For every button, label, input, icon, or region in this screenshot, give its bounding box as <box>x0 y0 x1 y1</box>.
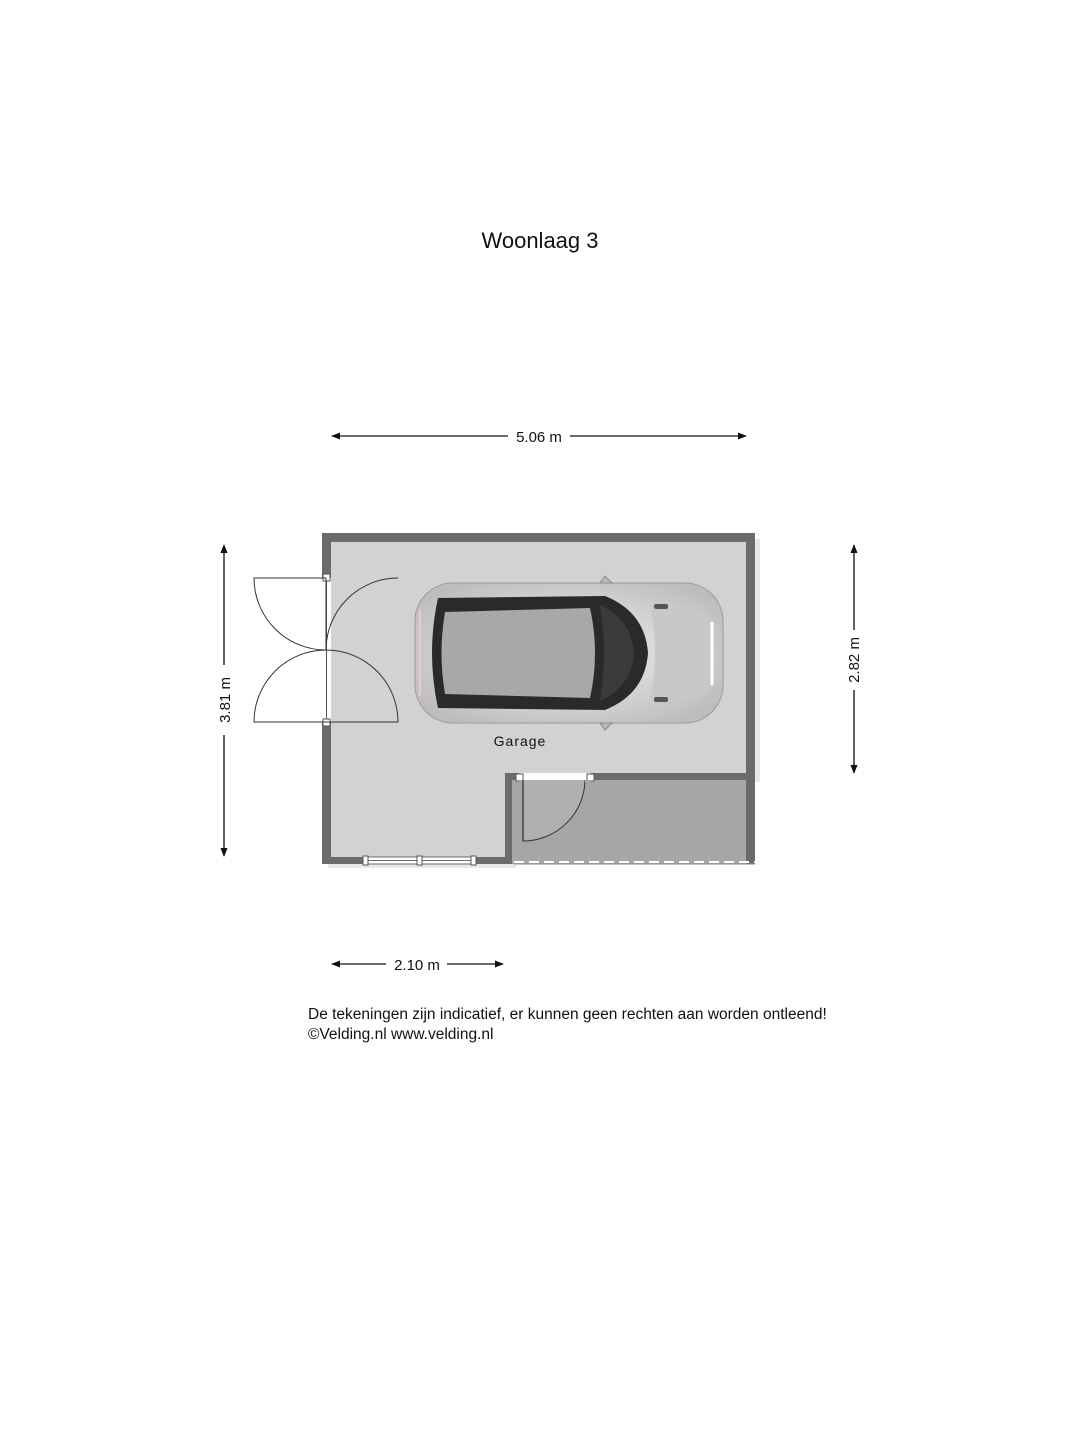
garage-room: Garage <box>253 533 760 868</box>
dimension-top-label: 5.06 m <box>516 429 562 446</box>
page-title: Woonlaag 3 <box>481 228 598 253</box>
step-door <box>515 773 595 842</box>
dimension-bottom-label: 2.10 m <box>394 957 440 974</box>
copyright-text: ©Velding.nl www.velding.nl <box>308 1026 494 1043</box>
disclaimer-text: De tekeningen zijn indicatief, er kunnen… <box>308 1006 827 1023</box>
car-icon <box>414 575 724 731</box>
dimension-top-width: 5.06 m <box>331 429 747 446</box>
room-label-garage: Garage <box>494 733 547 749</box>
dimension-left-height: 3.81 m <box>217 544 234 857</box>
footer-disclaimer: De tekeningen zijn indicatief, er kunnen… <box>308 1005 827 1045</box>
dimension-right-height: 2.82 m <box>846 544 863 774</box>
dimension-right-label: 2.82 m <box>846 637 863 683</box>
bottom-window <box>362 855 477 866</box>
garage-double-door <box>253 573 399 727</box>
dimension-left-label: 3.81 m <box>217 677 234 723</box>
dimension-bottom-width: 2.10 m <box>331 957 504 974</box>
